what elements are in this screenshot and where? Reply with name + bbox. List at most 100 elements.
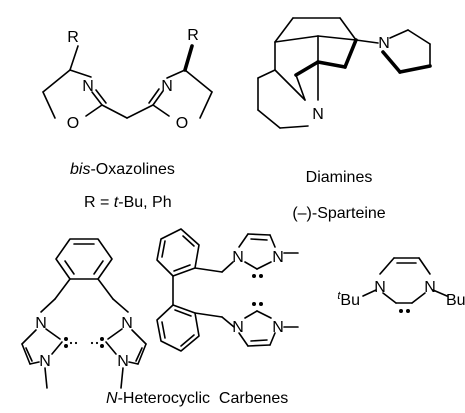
r-definition-italic: t — [114, 194, 119, 211]
bond — [418, 257, 431, 275]
atom-label: R — [187, 27, 199, 44]
lone-pair-dot — [406, 309, 410, 313]
interaction-dot — [74, 341, 78, 345]
interaction-dot — [90, 341, 94, 345]
bond — [42, 91, 56, 119]
bond — [152, 90, 164, 106]
bond — [256, 261, 272, 270]
bond — [54, 278, 71, 300]
bond — [316, 60, 347, 69]
bond — [85, 104, 103, 117]
bond — [161, 321, 166, 339]
caption-rest: -Heterocyclic Carbenes — [118, 390, 289, 407]
bond — [182, 235, 195, 247]
lone-pair-dot — [252, 274, 256, 278]
atom-label: N — [232, 319, 244, 336]
bond — [112, 298, 129, 313]
bis-oxazoline-structure: R R N N O O — [42, 27, 213, 132]
bond — [174, 309, 192, 317]
sparteine-caption: (–)-Sparteine — [292, 205, 385, 222]
bond — [274, 17, 294, 43]
bond — [355, 39, 379, 44]
bond — [274, 35, 319, 43]
bond — [398, 64, 432, 74]
interaction-dot — [95, 341, 99, 345]
bond — [244, 261, 258, 270]
sparteine-structure: N N — [257, 17, 432, 129]
bond — [40, 298, 56, 313]
tbu-text: Bu — [446, 292, 465, 309]
atom-label: N — [161, 78, 173, 95]
bond — [148, 88, 160, 104]
lone-pair-dot — [259, 274, 263, 278]
bond — [183, 44, 194, 72]
bond — [126, 104, 154, 119]
bond — [247, 344, 271, 347]
bond — [382, 292, 397, 304]
lone-pair-dot — [100, 337, 104, 341]
bond — [51, 341, 63, 355]
bond — [295, 74, 306, 101]
bond — [432, 289, 448, 297]
bond — [161, 240, 166, 258]
carbenes-caption: N-Heterocyclic Carbenes — [106, 390, 288, 407]
bond — [97, 278, 114, 300]
bond — [55, 238, 113, 280]
atom-label: N — [82, 78, 94, 95]
bond — [256, 310, 272, 319]
bond — [362, 289, 377, 297]
tert-butyl-left-label: tBu — [337, 290, 360, 309]
diamines-caption: Diamines — [306, 169, 373, 186]
bond — [221, 261, 234, 273]
bond — [194, 312, 223, 318]
bond — [247, 233, 271, 236]
bond — [194, 267, 223, 273]
bond — [173, 264, 191, 272]
bond — [389, 29, 409, 39]
lone-pair-dot — [100, 344, 104, 348]
atom-label: N — [232, 249, 244, 266]
bond — [317, 35, 357, 41]
bond — [381, 50, 402, 74]
bond — [69, 45, 79, 71]
r-definition-suffix: -Bu, Ph — [118, 194, 171, 211]
bond — [269, 234, 276, 248]
bis-oxazolines-caption: bis-Oxazolines — [70, 161, 175, 178]
atom-label: N — [378, 35, 390, 52]
bond — [379, 257, 395, 275]
bond — [128, 361, 139, 365]
bond — [42, 69, 71, 93]
bond — [257, 69, 276, 79]
bond — [44, 367, 48, 389]
bond — [131, 329, 147, 345]
bond — [411, 292, 426, 304]
bond — [135, 347, 143, 362]
caption-italic-part: bis — [70, 161, 90, 178]
lone-pair-dot — [64, 344, 68, 348]
lone-pair-dot — [399, 309, 403, 313]
bond — [221, 316, 235, 328]
atom-label: N — [39, 353, 51, 370]
atom-label: N — [424, 279, 436, 296]
xylyl-bis-carbene-structure: N N N N — [21, 238, 147, 389]
bond — [274, 69, 306, 101]
atom-label: N — [272, 319, 284, 336]
bond — [238, 332, 249, 347]
bond — [244, 310, 258, 319]
bond — [137, 343, 147, 365]
bond — [250, 339, 268, 342]
caption-italic-part: N — [106, 390, 118, 407]
tbu-text: Bu — [340, 292, 360, 309]
atom-label: R — [67, 29, 79, 46]
bond — [107, 328, 123, 340]
bond — [69, 69, 92, 78]
caption-rest: -Oxazolines — [90, 161, 174, 178]
bond — [105, 341, 117, 355]
bond — [91, 91, 103, 106]
atom-label: O — [176, 115, 188, 132]
bond — [238, 233, 249, 248]
atom-label: N — [117, 353, 129, 370]
bond — [279, 125, 309, 129]
